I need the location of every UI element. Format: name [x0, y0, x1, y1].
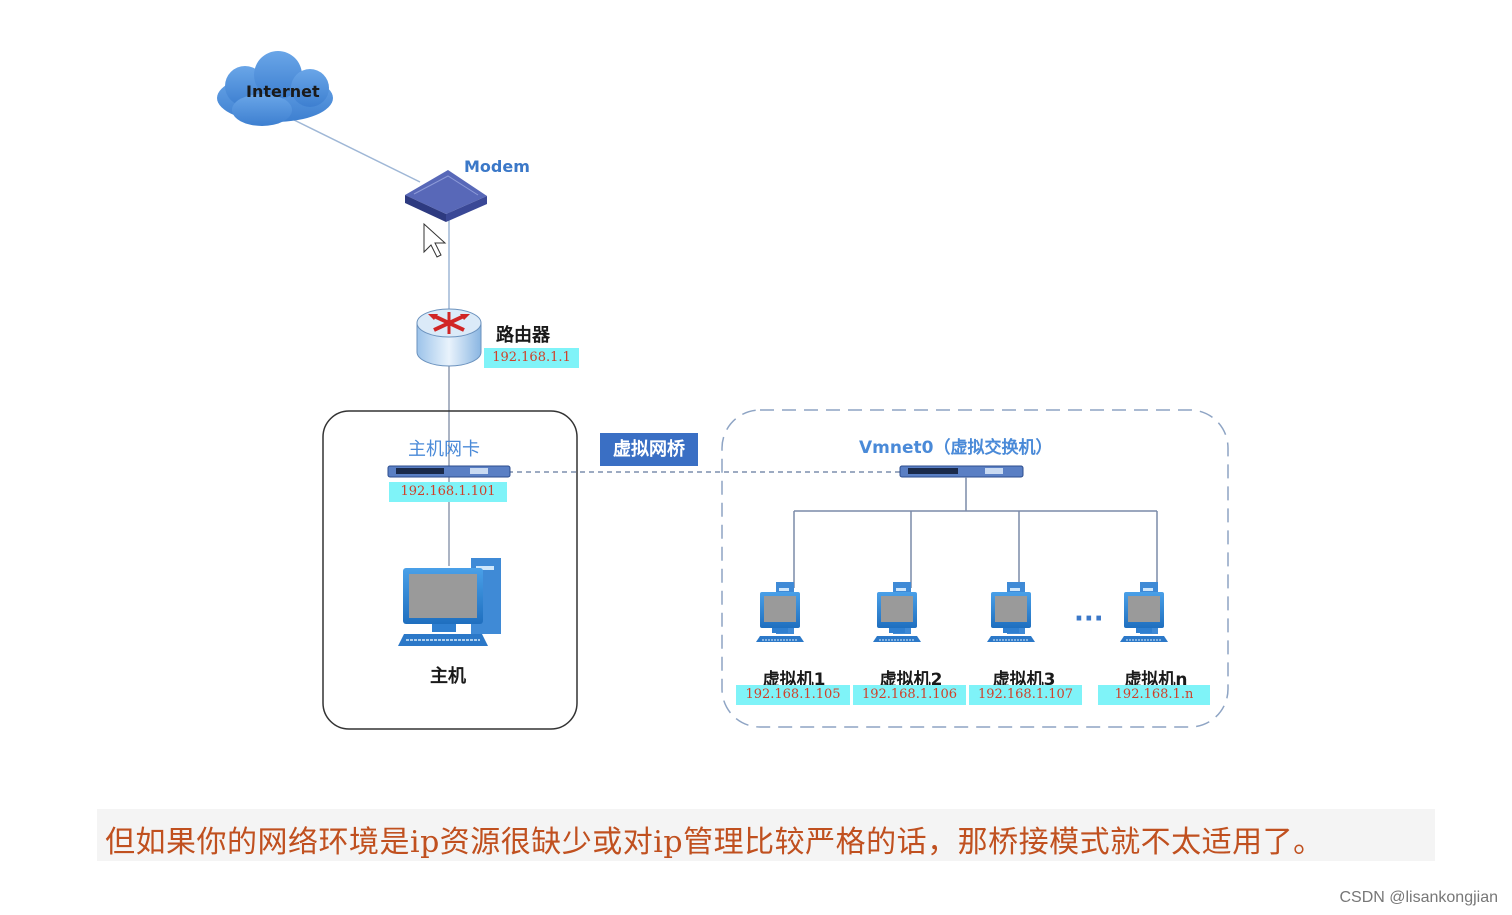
vm1-ip: 192.168.1.105	[736, 685, 850, 705]
vm3-computer-icon	[986, 581, 1036, 643]
bridge-label: 虚拟网桥	[600, 433, 698, 466]
router-ip: 192.168.1.1	[484, 348, 579, 368]
host-nic-icon	[387, 465, 511, 478]
watermark: CSDN @lisankongjian	[1339, 889, 1498, 906]
router-label: 路由器	[496, 325, 550, 346]
vm2-ip: 192.168.1.106	[853, 685, 966, 705]
host-label: 主机	[430, 666, 466, 687]
vmn-ip: 192.168.1.n	[1098, 685, 1210, 705]
router-icon	[416, 308, 482, 367]
vm1-computer-icon	[755, 581, 805, 643]
cloud-icon	[217, 51, 333, 126]
subtitle-bar: 但如果你的网络环境是ip资源很缺少或对ip管理比较严格的话，那桥接模式就不太适用…	[97, 809, 1435, 861]
mouse-cursor-icon	[423, 222, 447, 258]
host-ip: 192.168.1.101	[389, 482, 507, 502]
host-computer-icon	[398, 558, 501, 646]
internet-label: Internet	[246, 82, 320, 101]
modem-label: Modem	[464, 157, 530, 176]
switch-tree-lines	[793, 477, 1158, 588]
vm3-ip: 192.168.1.107	[969, 685, 1082, 705]
subtitle-text: 但如果你的网络环境是ip资源很缺少或对ip管理比较严格的话，那桥接模式就不太适用…	[105, 825, 1324, 860]
vmn-computer-icon	[1119, 581, 1169, 643]
host-nic-label: 主机网卡	[408, 439, 480, 460]
vmnet-label: Vmnet0（虚拟交换机）	[859, 438, 1053, 458]
host-machine-box	[322, 410, 578, 730]
modem-icon	[405, 170, 487, 222]
vmnet-switch-icon	[899, 465, 1024, 478]
vm2-computer-icon	[872, 581, 922, 643]
internet-modem-link	[289, 117, 421, 183]
vm-ellipsis: ···	[1074, 604, 1104, 634]
